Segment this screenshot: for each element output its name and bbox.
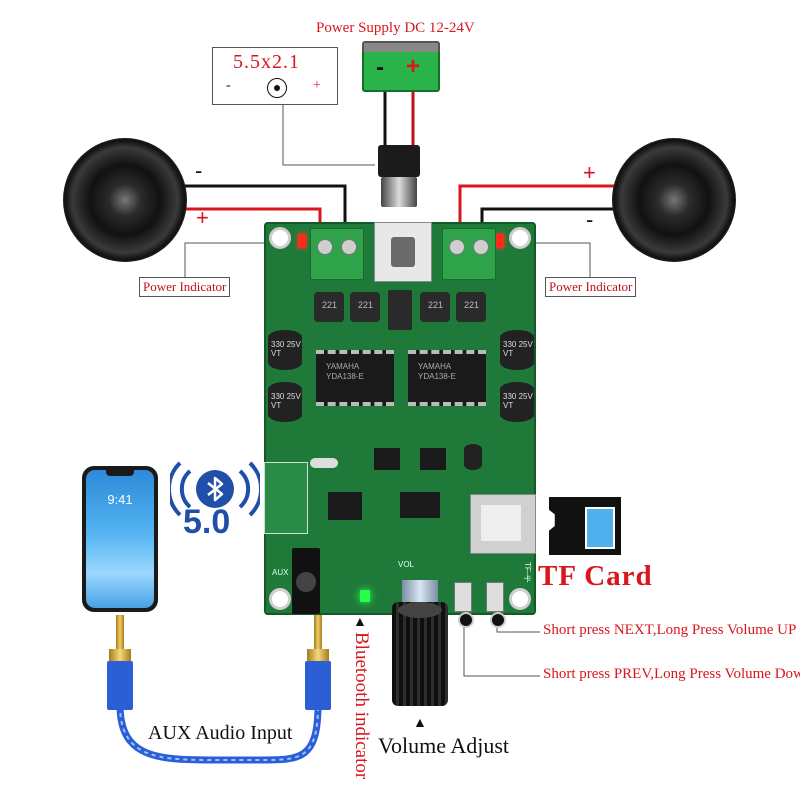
inductor: 221 [456, 292, 486, 322]
power-indicator-right-label: Power Indicator [545, 277, 637, 297]
battery-icon: - + [362, 41, 440, 92]
amplifier-board: 221 221 221 221 330 25V VT 330 25V VT 33… [264, 222, 536, 615]
dc-power-jack[interactable] [374, 222, 432, 282]
bluetooth-indicator-label: Bluetooth indicator [351, 632, 372, 780]
inductor: 221 [314, 292, 344, 322]
amplifier-chip-right: YAMAHA YDA138-E [408, 350, 486, 406]
dc-jack-size: 5.5x2.1 [233, 51, 300, 73]
dc-jack-spec-box: 5.5x2.1 - + [212, 47, 338, 105]
bluetooth-icon [196, 470, 234, 508]
volume-knob[interactable] [392, 580, 448, 708]
left-speaker-plus: + [196, 205, 209, 230]
right-speaker-terminal[interactable] [442, 228, 496, 280]
dc-plug [372, 145, 426, 215]
tf-card-slot[interactable] [470, 494, 536, 554]
aux-plug-right [305, 615, 331, 710]
power-indicator-left-label: Power Indicator [139, 277, 231, 297]
left-speaker-terminal[interactable] [310, 228, 364, 280]
power-led-right [496, 234, 504, 248]
vol-silk-label: VOL [398, 560, 415, 569]
aux-jack[interactable] [292, 548, 320, 614]
amplifier-chip-left: YAMAHA YDA138-E [316, 350, 394, 406]
next-button[interactable] [486, 582, 504, 612]
right-speaker-icon [612, 138, 736, 262]
battery-minus: - [376, 54, 384, 81]
volume-adjust-arrow: ▲ [413, 716, 427, 731]
inductor: 221 [350, 292, 380, 322]
aux-input-label: AUX Audio Input [148, 722, 293, 744]
dc-jack-plus: + [313, 78, 321, 93]
left-speaker-minus: - [195, 158, 203, 183]
aux-plug-left [107, 615, 133, 710]
power-supply-title: Power Supply DC 12-24V [316, 20, 475, 36]
prev-button-label: Short press PREV,Long Press Volume Down [543, 666, 800, 682]
aux-silk-label: AUX [272, 568, 289, 577]
prev-button[interactable] [454, 582, 472, 612]
bluetooth-indicator-arrow: ▲ [353, 615, 367, 630]
capacitor: 330 25V VT [500, 330, 534, 370]
phone-time: 9:41 [107, 492, 133, 507]
smartphone: 9:41 [82, 466, 158, 612]
bluetooth-version: 5.0 [183, 503, 231, 541]
tf-card-label: TF Card [538, 560, 653, 592]
right-speaker-plus: + [583, 160, 596, 185]
inductor: 221 [420, 292, 450, 322]
right-speaker-minus: - [586, 207, 594, 232]
next-button-label: Short press NEXT,Long Press Volume UP [543, 622, 797, 638]
tf-card-icon [549, 497, 621, 555]
prev-button-knob[interactable] [458, 612, 474, 628]
battery-plus: + [406, 53, 421, 80]
bluetooth-led [360, 590, 370, 602]
power-led-left [298, 234, 306, 248]
tf-silk-label: TF-卡 [523, 562, 532, 583]
volume-adjust-label: Volume Adjust [378, 733, 510, 758]
bluetooth-waves-icon [170, 461, 260, 517]
next-button-knob[interactable] [490, 612, 506, 628]
capacitor: 330 25V VT [268, 382, 302, 422]
dc-jack-symbol [267, 78, 287, 98]
capacitor: 330 25V VT [268, 330, 302, 370]
bluetooth-module [264, 462, 308, 534]
dc-jack-minus: - [226, 78, 231, 93]
bluetooth-rune-icon [207, 476, 224, 502]
left-speaker-icon [63, 138, 187, 262]
capacitor: 330 25V VT [500, 382, 534, 422]
